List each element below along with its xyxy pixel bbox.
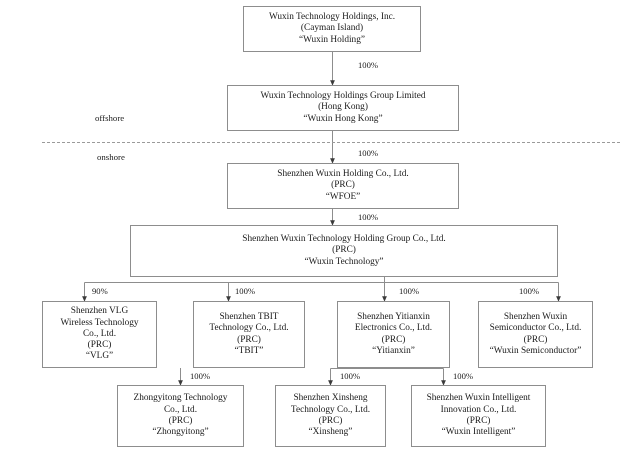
entity-line: Technology Co., Ltd. bbox=[209, 323, 289, 334]
entity-line: “WFOE” bbox=[325, 191, 361, 202]
entity-line: (PRC) bbox=[168, 416, 193, 426]
entity-line: “Wuxin Intelligent” bbox=[441, 427, 516, 438]
entity-line: Shenzhen Yitianxin bbox=[357, 311, 430, 322]
ownership-label-technology-to-vlg: 90% bbox=[92, 286, 108, 296]
entity-line: Innovation Co., Ltd. bbox=[440, 404, 517, 415]
ownership-label-technology-to-tbit: 100% bbox=[235, 286, 256, 296]
entity-line: “Wuxin Technology” bbox=[304, 256, 384, 267]
entity-line: (PRC) bbox=[466, 416, 491, 426]
entity-line: “Xinsheng” bbox=[308, 427, 353, 438]
entity-line: “Zhongyitong” bbox=[152, 427, 209, 438]
entity-line: Shenzhen Wuxin Technology Holding Group … bbox=[242, 234, 446, 244]
entity-line: “Wuxin Holding” bbox=[299, 34, 365, 45]
ownership-label-yitianxin-to-intelligent: 100% bbox=[453, 371, 474, 381]
offshore-onshore-divider bbox=[42, 142, 620, 143]
entity-line: Technology Co., Ltd. bbox=[290, 404, 371, 415]
entity-line: (PRC) bbox=[332, 245, 356, 256]
entity-box-wuxin-holding: Wuxin Technology Holdings, Inc.(Cayman I… bbox=[243, 6, 421, 52]
entity-line: (PRC) bbox=[237, 334, 261, 345]
entity-line: “Wuxin Semiconductor” bbox=[489, 345, 582, 356]
entity-line: (PRC) bbox=[318, 416, 343, 426]
entity-line: Co., Ltd. bbox=[82, 328, 117, 339]
entity-line: “Yitianxin” bbox=[372, 345, 415, 356]
entity-line: (PRC) bbox=[381, 334, 406, 345]
entity-line: (PRC) bbox=[523, 334, 548, 345]
entity-line: (Cayman Island) bbox=[300, 23, 364, 34]
entity-line: (Hong Kong) bbox=[318, 102, 368, 113]
entity-line: (PRC) bbox=[331, 180, 355, 191]
ownership-label-wfoe-to-technology: 100% bbox=[358, 212, 379, 222]
entity-line: “Wuxin Hong Kong” bbox=[303, 113, 383, 124]
entity-line: “VLG” bbox=[85, 351, 114, 362]
entity-line: Wireless Technology bbox=[60, 317, 139, 328]
entity-line: Shenzhen TBIT bbox=[219, 311, 279, 322]
entity-line: Zhongyitong Technology bbox=[133, 393, 228, 404]
entity-line: Shenzhen Wuxin Holding Co., Ltd. bbox=[277, 169, 409, 179]
entity-box-wuxin-technology: Shenzhen Wuxin Technology Holding Group … bbox=[130, 225, 558, 277]
entity-line: Semiconductor Co., Ltd. bbox=[489, 323, 582, 334]
ownership-label-hk-to-wfoe: 100% bbox=[358, 148, 379, 158]
entity-line: Wuxin Technology Holdings Group Limited bbox=[260, 91, 426, 101]
ownership-label-holding-to-hk: 100% bbox=[358, 60, 379, 70]
entity-line: “TBIT” bbox=[234, 345, 264, 356]
entity-line: (PRC) bbox=[87, 340, 112, 351]
entity-line: Co., Ltd. bbox=[163, 404, 198, 415]
entity-line: Electronics Co., Ltd. bbox=[354, 323, 433, 334]
ownership-label-technology-to-yitianxin: 100% bbox=[399, 286, 420, 296]
zone-label-onshore: onshore bbox=[97, 152, 125, 162]
entity-box-wfoe: Shenzhen Wuxin Holding Co., Ltd.(PRC)“WF… bbox=[227, 163, 459, 209]
ownership-label-technology-to-semiconductor: 100% bbox=[519, 286, 540, 296]
entity-line: Shenzhen Wuxin Intelligent bbox=[426, 393, 531, 404]
entity-line: Wuxin Technology Holdings, Inc. bbox=[268, 12, 396, 22]
entity-box-wuxin-hong-kong: Wuxin Technology Holdings Group Limited(… bbox=[227, 85, 459, 131]
ownership-label-yitianxin-to-xinsheng: 100% bbox=[340, 371, 361, 381]
entity-line: Shenzhen Wuxin bbox=[503, 311, 568, 322]
entity-line: Shenzhen VLG bbox=[70, 306, 129, 317]
zone-label-offshore: offshore bbox=[95, 113, 125, 123]
ownership-label-tbit-to-zhongyitong: 100% bbox=[190, 371, 211, 381]
entity-line: Shenzhen Xinsheng bbox=[293, 393, 368, 404]
